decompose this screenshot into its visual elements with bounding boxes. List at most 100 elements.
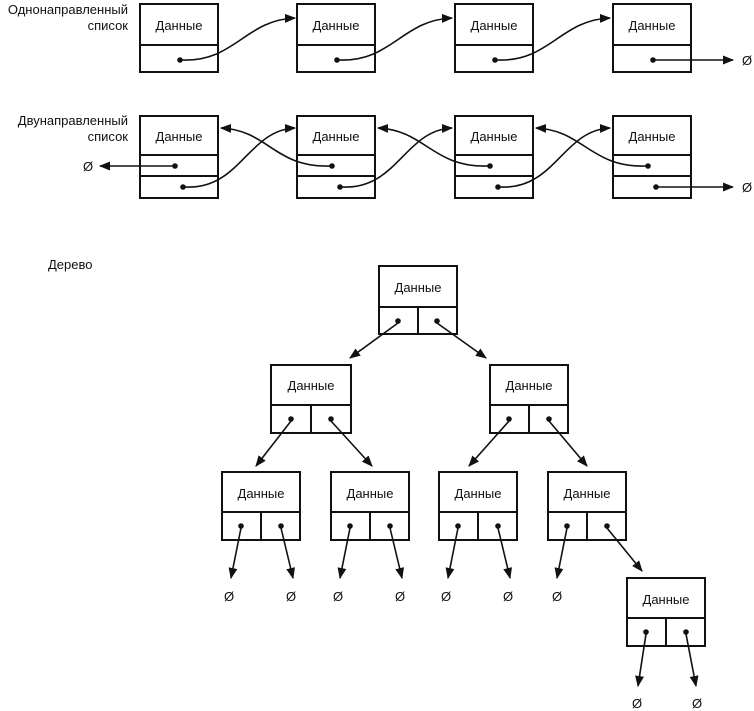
next-pointer-arrow bbox=[181, 13, 297, 61]
child-pointer-arrow bbox=[468, 420, 510, 467]
pointer-dot bbox=[650, 57, 656, 63]
node-data-label: Данные bbox=[643, 592, 690, 607]
singly-node: Данные bbox=[454, 3, 534, 73]
null-symbol: Ø bbox=[83, 159, 93, 174]
left-pointer-dot bbox=[347, 523, 353, 529]
node-data-label: Данные bbox=[629, 18, 676, 33]
doubly-node: Данные bbox=[454, 115, 534, 199]
pointer-dot bbox=[334, 57, 340, 63]
left-pointer-dot bbox=[395, 318, 401, 324]
left-pointer-dot bbox=[564, 523, 570, 529]
next-pointer-arrow bbox=[338, 13, 454, 61]
left-pointer-dot bbox=[455, 523, 461, 529]
doubly-node: Данные bbox=[296, 115, 376, 199]
node-data-label: Данные bbox=[238, 486, 285, 501]
node-data-label: Данные bbox=[288, 378, 335, 393]
node-data-label: Данные bbox=[347, 486, 394, 501]
tree-node: Данные bbox=[438, 471, 518, 541]
singly-node: Данные bbox=[612, 3, 692, 73]
tree-node: Данные bbox=[270, 364, 352, 434]
null-symbol: Ø bbox=[552, 589, 562, 604]
singly-list-label-line2: список bbox=[88, 18, 129, 33]
doubly-node: Данные bbox=[139, 115, 219, 199]
node-data-label: Данные bbox=[395, 280, 442, 295]
right-pointer-dot bbox=[328, 416, 334, 422]
prev-pointer-dot bbox=[645, 163, 651, 169]
singly-node: Данные bbox=[296, 3, 376, 73]
binary-tree: Данные Данные Данные Данные bbox=[221, 265, 706, 711]
next-pointer-dot bbox=[337, 184, 343, 190]
right-pointer-dot bbox=[495, 523, 501, 529]
child-pointer-arrow bbox=[255, 420, 292, 467]
null-pointer-arrow bbox=[445, 527, 459, 580]
child-pointer-arrow bbox=[548, 420, 588, 467]
next-pointer-dot bbox=[653, 184, 659, 190]
null-pointer-arrow bbox=[228, 527, 242, 580]
null-symbol: Ø bbox=[333, 589, 343, 604]
null-symbol: Ø bbox=[441, 589, 451, 604]
next-pointer-dot bbox=[495, 184, 501, 190]
null-symbol: Ø bbox=[632, 696, 642, 711]
left-pointer-dot bbox=[288, 416, 294, 422]
prev-pointer-arrow bbox=[376, 123, 489, 167]
node-data-label: Данные bbox=[471, 129, 518, 144]
null-pointer-arrow bbox=[554, 527, 568, 580]
child-pointer-arrow bbox=[436, 322, 487, 359]
null-pointer-arrow bbox=[685, 633, 699, 688]
next-pointer-arrow bbox=[499, 123, 612, 188]
null-pointer-arrow bbox=[635, 633, 647, 688]
node-data-label: Данные bbox=[313, 129, 360, 144]
tree-node-root: Данные bbox=[378, 265, 458, 335]
null-symbol: Ø bbox=[503, 589, 513, 604]
tree-label: Дерево bbox=[48, 257, 92, 272]
singly-list-label-line1: Однонаправленный bbox=[8, 2, 128, 17]
prev-pointer-arrow bbox=[534, 123, 647, 167]
prev-pointer-arrow bbox=[219, 123, 331, 167]
null-pointer-arrow bbox=[280, 527, 296, 580]
tree-node: Данные bbox=[330, 471, 410, 541]
left-pointer-dot bbox=[238, 523, 244, 529]
null-symbol: Ø bbox=[742, 180, 752, 195]
null-pointer-arrow bbox=[337, 527, 351, 580]
node-data-label: Данные bbox=[156, 18, 203, 33]
tree-node: Данные bbox=[547, 471, 627, 541]
doubly-list-label-line1: Двунаправленный bbox=[18, 113, 128, 128]
right-pointer-dot bbox=[604, 523, 610, 529]
null-symbol: Ø bbox=[692, 696, 702, 711]
null-pointer-arrow bbox=[389, 527, 405, 580]
prev-pointer-dot bbox=[172, 163, 178, 169]
pointer-dot bbox=[492, 57, 498, 63]
next-pointer-arrow bbox=[341, 123, 454, 188]
left-pointer-dot bbox=[643, 629, 649, 635]
node-data-label: Данные bbox=[629, 129, 676, 144]
right-pointer-dot bbox=[278, 523, 284, 529]
child-pointer-arrow bbox=[606, 527, 643, 572]
prev-pointer-dot bbox=[329, 163, 335, 169]
singly-linked-list: Данные Данные Данные Данные Ø bbox=[139, 3, 752, 73]
child-pointer-arrow bbox=[349, 322, 399, 359]
doubly-node: Данные bbox=[612, 115, 692, 199]
tree-node: Данные bbox=[489, 364, 569, 434]
singly-node: Данные bbox=[139, 3, 219, 73]
right-pointer-dot bbox=[683, 629, 689, 635]
doubly-list-label-line2: список bbox=[88, 129, 129, 144]
doubly-linked-list: Данные Данные Данные Данные bbox=[83, 115, 752, 199]
null-symbol: Ø bbox=[395, 589, 405, 604]
right-pointer-dot bbox=[546, 416, 552, 422]
right-pointer-dot bbox=[387, 523, 393, 529]
node-data-label: Данные bbox=[455, 486, 502, 501]
next-pointer-dot bbox=[180, 184, 186, 190]
next-pointer-arrow bbox=[496, 13, 612, 61]
tree-node: Данные bbox=[221, 471, 301, 541]
null-symbol: Ø bbox=[286, 589, 296, 604]
node-data-label: Данные bbox=[313, 18, 360, 33]
null-symbol: Ø bbox=[224, 589, 234, 604]
next-pointer-arrow bbox=[184, 123, 297, 188]
left-pointer-dot bbox=[506, 416, 512, 422]
null-symbol: Ø bbox=[742, 53, 752, 68]
child-pointer-arrow bbox=[330, 420, 373, 467]
pointer-dot bbox=[177, 57, 183, 63]
node-data-label: Данные bbox=[471, 18, 518, 33]
node-data-label: Данные bbox=[156, 129, 203, 144]
